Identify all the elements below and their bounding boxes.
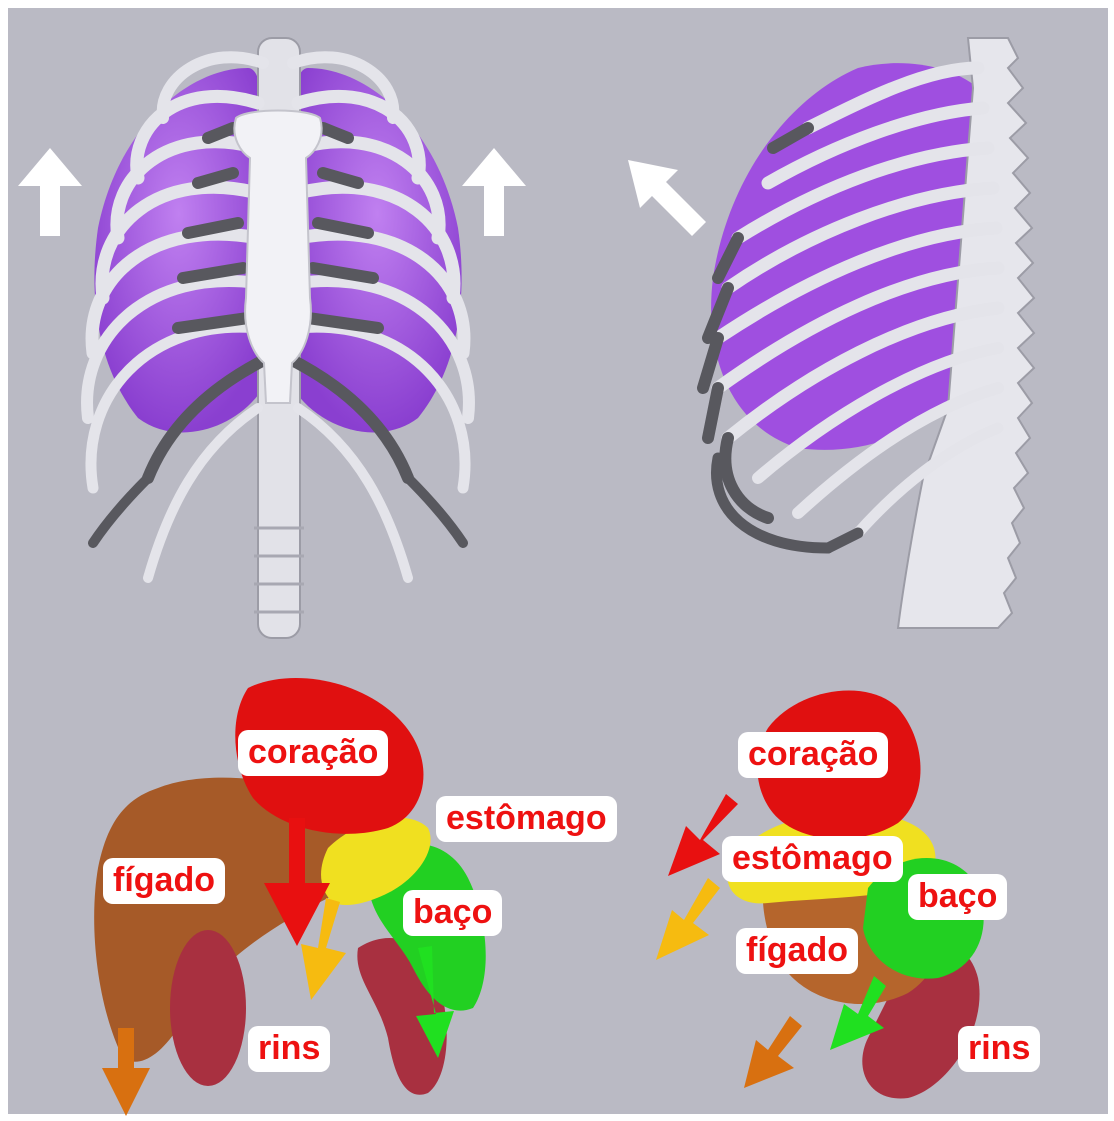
label-stomach-front: estômago — [436, 796, 617, 842]
arrow-up-right-icon — [462, 148, 526, 236]
arrow-liver-left-down-icon — [744, 1016, 802, 1088]
label-heart-side: coração — [738, 732, 888, 778]
label-heart-front: coração — [238, 730, 388, 776]
label-kidneys-side: rins — [958, 1026, 1040, 1072]
label-kidneys-front: rins — [248, 1026, 330, 1072]
label-liver-side: fígado — [736, 928, 858, 974]
arrow-up-left-icon — [18, 148, 82, 236]
figure-canvas: coração estômago fígado baço rins coraçã… — [8, 8, 1108, 1114]
kidney-left — [170, 930, 246, 1086]
label-spleen-front: baço — [403, 890, 502, 936]
ribcage-side-view — [568, 8, 1108, 648]
label-liver-front: fígado — [103, 858, 225, 904]
label-spleen-side: baço — [908, 874, 1007, 920]
arrow-up-left-diagonal-icon — [628, 160, 706, 236]
ribcage-front-view — [8, 8, 568, 648]
arrow-stomach-left-down-icon — [656, 878, 720, 960]
label-stomach-side: estômago — [722, 836, 903, 882]
